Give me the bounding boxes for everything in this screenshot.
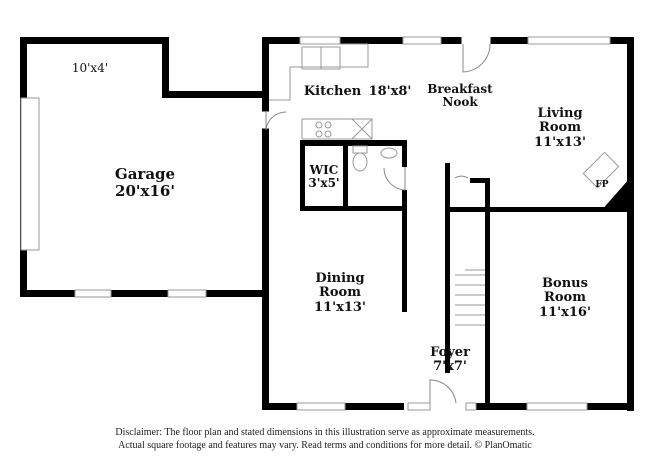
doors: [261, 36, 491, 404]
living-room-line2: Room: [539, 120, 581, 136]
breakfast-nook-line2: Nook: [442, 95, 478, 110]
dining-room-size: 11'x13': [314, 299, 366, 315]
disclaimer-line2: Actual square footage and features may v…: [118, 440, 532, 451]
foyer-name: Foyer: [430, 345, 470, 360]
stairs: [455, 269, 485, 326]
bonus-room-size: 11'x16': [539, 304, 591, 320]
living-room-line1: Living: [537, 106, 583, 121]
living-room-size: 11'x13': [534, 134, 586, 150]
bathroom-sink: [380, 147, 398, 159]
bonus-room-label: Bonus Room 11'x16': [525, 276, 605, 320]
bonus-room-line2: Room: [544, 290, 586, 306]
kitchen-name: Kitchen: [303, 84, 362, 99]
garage-name: Garage: [114, 165, 176, 183]
disclaimer-line1: Disclaimer: The floor plan and stated di…: [115, 427, 535, 438]
dining-room-line2: Room: [319, 285, 361, 301]
living-room-label: Living Room 11'x13': [520, 106, 600, 150]
dining-room-line1: Dining: [315, 271, 365, 286]
fireplace: [582, 151, 620, 189]
foyer-size: 7'x7': [433, 359, 467, 375]
windows: [20, 36, 611, 411]
breakfast-nook-label: Breakfast Nook: [420, 82, 500, 110]
kitchen-size: 18'x8': [368, 84, 412, 99]
toilet: [352, 152, 368, 172]
foyer-label: Foyer 7'x7': [415, 345, 485, 375]
garage-size: 20'x16': [115, 181, 175, 200]
wic-size: 3'x5': [308, 176, 340, 191]
garage-label: Garage 20'x16': [90, 166, 200, 199]
bonus-room-line1: Bonus: [542, 276, 588, 291]
wic-label: WIC 3'x5': [304, 163, 344, 191]
dining-room-label: Dining Room 11'x13': [300, 271, 380, 315]
breakfast-nook-line1: Breakfast: [427, 82, 493, 96]
garage-nook-size: 10'x4': [71, 61, 109, 75]
fireplace-label: FP: [595, 180, 609, 190]
fixtures: [269, 43, 620, 326]
wic-name: WIC: [309, 163, 339, 177]
